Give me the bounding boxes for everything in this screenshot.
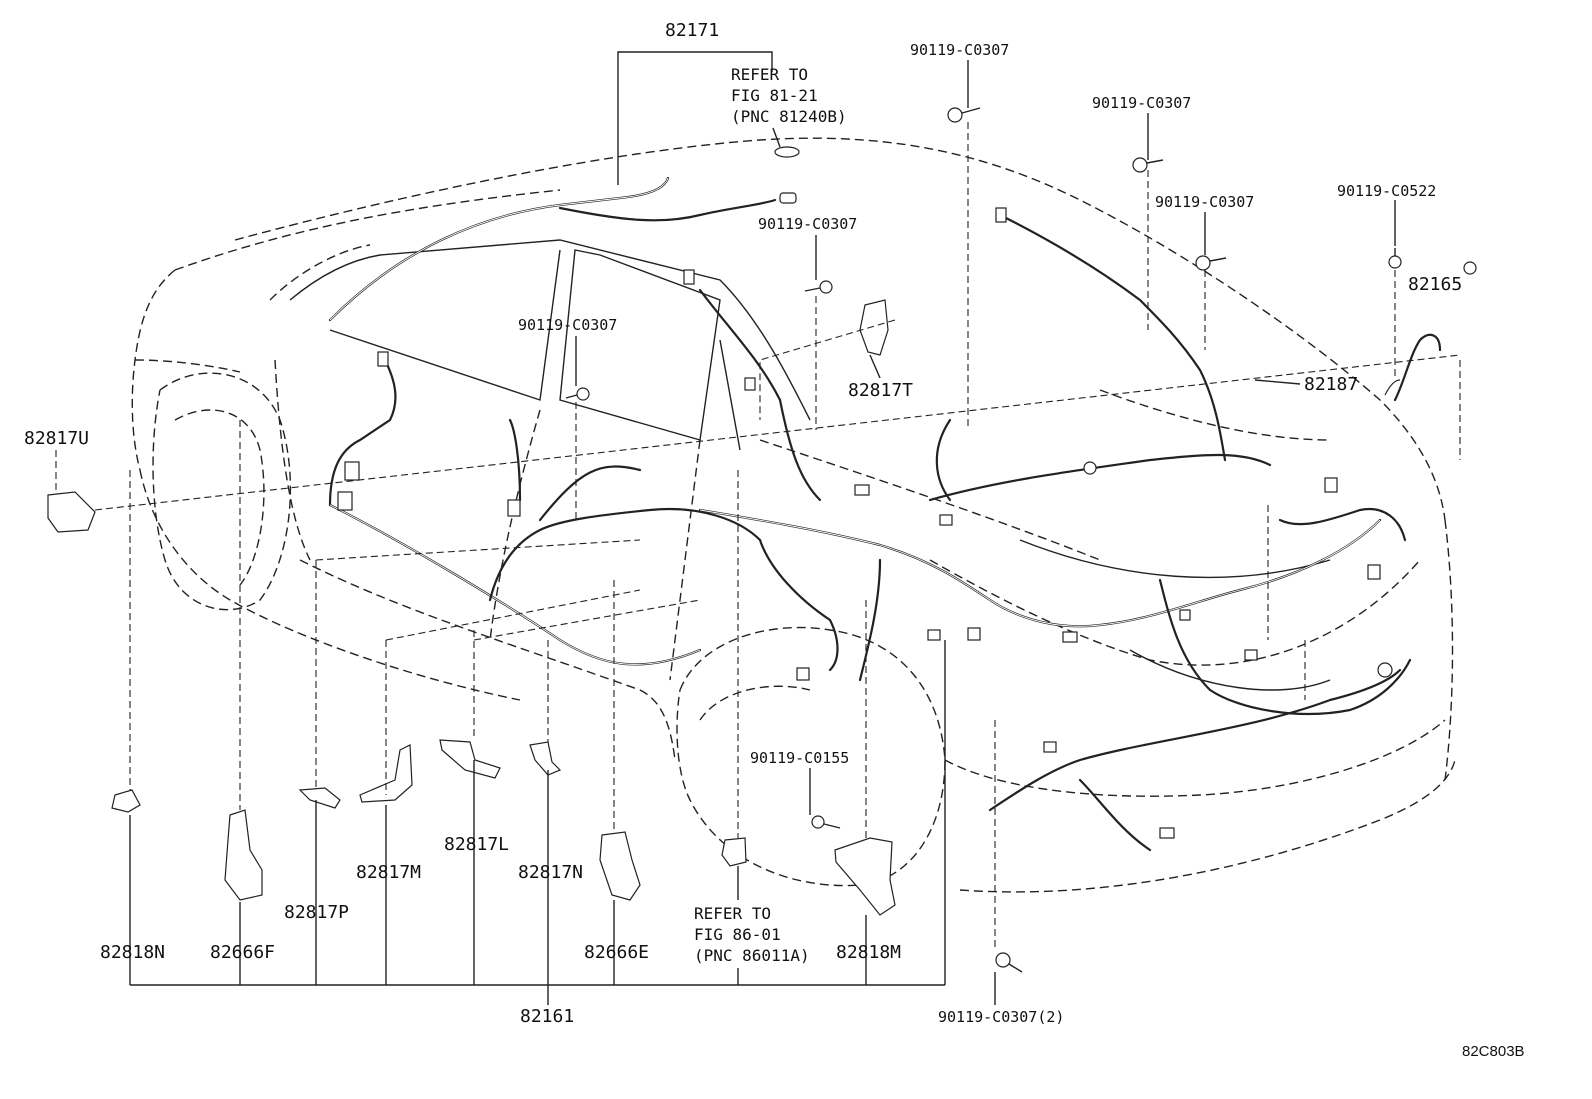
bolt-icon <box>804 280 833 294</box>
refer-note-bottom: REFER TO FIG 86-01 (PNC 86011A) <box>694 904 810 965</box>
label-82818M: 82818M <box>836 942 901 963</box>
label-82817N: 82817N <box>518 862 583 883</box>
label-82165: 82165 <box>1408 274 1462 295</box>
wire-harness <box>328 176 1442 852</box>
part-labels: 82171 82817U 82817T 82165 82187 82818N 8… <box>24 20 1462 1027</box>
loose-parts <box>47 299 1401 916</box>
bolt-icon <box>1132 157 1164 173</box>
refer-top-line-3: (PNC 81240B) <box>731 107 847 126</box>
bolt-icon <box>947 107 981 123</box>
label-82187: 82187 <box>1304 374 1358 395</box>
figure-code: 82C803B <box>1462 1043 1525 1060</box>
label-bolt-6: 90119-C0522 <box>1337 182 1436 200</box>
label-bolt-5: 90119-C0307 <box>518 316 617 334</box>
connector-icon <box>779 192 797 204</box>
bracket-82666E <box>599 831 641 901</box>
label-82817U: 82817U <box>24 428 89 449</box>
label-82817L: 82817L <box>444 834 509 855</box>
refer-top-line-2: FIG 81-21 <box>731 86 818 105</box>
label-bolt-3: 90119-C0307 <box>1155 193 1254 211</box>
label-82818N: 82818N <box>100 942 165 963</box>
label-bolt-4: 90119-C0307 <box>758 215 857 233</box>
label-bolt-1: 90119-C0307 <box>910 41 1009 59</box>
clamp-82817U <box>47 491 96 533</box>
bolt-icon <box>1388 248 1402 269</box>
harness-82165 <box>1384 379 1401 396</box>
refer-bottom-line-3: (PNC 86011A) <box>694 946 810 965</box>
bolt-icon <box>811 815 841 829</box>
bolt-icon <box>995 952 1023 973</box>
label-82171: 82171 <box>665 20 719 41</box>
refer-top-line-1: REFER TO <box>731 65 808 84</box>
label-82817M: 82817M <box>356 862 421 883</box>
bolt-icon <box>565 387 590 401</box>
clamp-82817L <box>439 739 501 779</box>
car-body-outline <box>131 137 1456 893</box>
grommet-icon <box>774 146 800 158</box>
label-82817T: 82817T <box>848 380 913 401</box>
clamp-82817P <box>298 787 341 809</box>
leader-lines <box>55 51 1461 1005</box>
label-bolt-2: 90119-C0307 <box>1092 94 1191 112</box>
clamp-82817M <box>359 744 413 803</box>
label-82817P: 82817P <box>284 902 349 923</box>
harness-connectors <box>337 207 1477 839</box>
clamp-82818N <box>111 789 141 813</box>
refer-bottom-line-2: FIG 86-01 <box>694 925 781 944</box>
clamp-82817N <box>529 741 562 776</box>
bracket-82818M <box>834 837 896 916</box>
bolts <box>565 107 1402 973</box>
clamp-82817T <box>859 299 889 356</box>
clip-8601 <box>721 837 747 867</box>
label-82161: 82161 <box>520 1006 574 1027</box>
refer-note-top: REFER TO FIG 81-21 (PNC 81240B) <box>731 65 847 126</box>
bolt-icon <box>1195 255 1227 271</box>
refer-bottom-line-1: REFER TO <box>694 904 771 923</box>
label-bolt-7: 90119-C0155 <box>750 749 849 767</box>
label-82666F: 82666F <box>210 942 275 963</box>
label-82666E: 82666E <box>584 942 649 963</box>
bracket-82666F <box>224 809 263 901</box>
label-bolt-8: 90119-C0307(2) <box>938 1008 1064 1026</box>
